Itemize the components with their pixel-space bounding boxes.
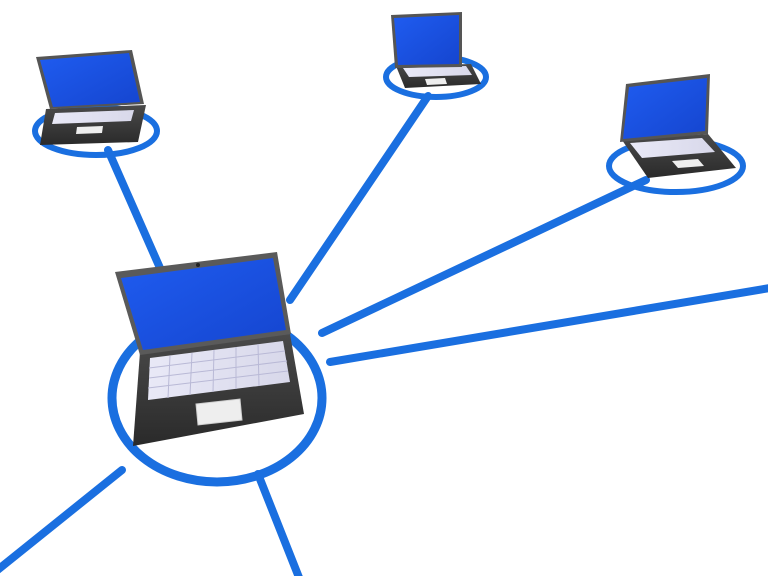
webcam-icon [196,263,200,267]
link-hub-bottom-center [254,470,303,576]
laptop-top-center [391,12,481,88]
laptop-touchpad [425,78,447,85]
network-links [0,92,768,576]
laptop-top-right [620,74,736,178]
laptop-hub [115,252,304,446]
laptop-keyboard [630,138,715,158]
link-hub-offscreen-right [326,284,768,366]
laptop-keyboard [52,110,134,124]
laptop-screen [40,53,140,107]
laptop-touchpad [76,126,103,134]
laptop-keyboard [403,66,472,77]
laptop-touchpad [195,398,243,426]
link-hub-top-left [104,146,164,272]
laptop-keyboard [148,341,290,400]
laptop-screen [394,15,459,65]
laptop-touchpad [672,159,704,168]
laptop-top-left [36,50,146,145]
laptop-screen [121,258,286,350]
link-hub-bottom-left [0,466,126,574]
link-hub-top-center [286,92,432,304]
keyboard-keys [147,343,289,399]
link-hub-top-right [318,176,650,337]
laptop-screen [623,78,707,139]
